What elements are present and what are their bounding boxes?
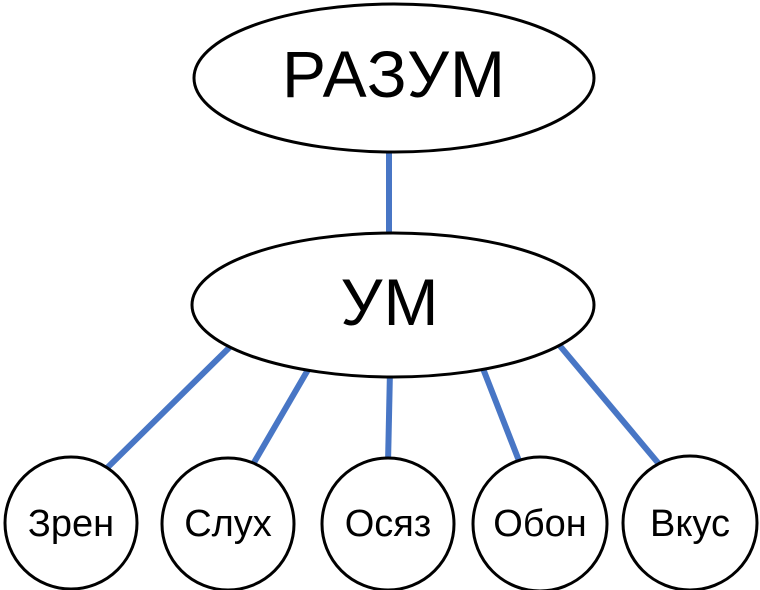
node-zren-label: Зрен bbox=[28, 503, 114, 545]
node-sluh-circle bbox=[160, 456, 296, 590]
node-zren: Зрен bbox=[3, 455, 139, 590]
node-zren-circle bbox=[3, 455, 139, 590]
node-osyaz-label: Осяз bbox=[345, 503, 432, 545]
node-razum-ellipse bbox=[192, 2, 596, 154]
node-obon-circle bbox=[471, 455, 609, 590]
node-um-label: УМ bbox=[341, 265, 440, 339]
node-obon: Обон bbox=[471, 455, 609, 590]
node-um: УМ bbox=[190, 231, 596, 379]
node-osyaz-circle bbox=[320, 456, 456, 590]
node-sluh: Слух bbox=[160, 456, 296, 590]
node-um-ellipse bbox=[190, 231, 596, 379]
node-vkus-circle bbox=[621, 454, 759, 590]
connectors bbox=[104, 148, 667, 472]
connector-um-zren bbox=[104, 337, 240, 471]
node-osyaz: Осяз bbox=[320, 456, 456, 590]
connector-um-vkus bbox=[552, 338, 667, 472]
node-sluh-label: Слух bbox=[184, 503, 272, 545]
connector-um-sluh bbox=[249, 366, 312, 468]
connector-um-osyaz bbox=[385, 369, 393, 465]
node-vkus-label: Вкус bbox=[650, 503, 730, 545]
node-razum: РАЗУМ bbox=[192, 2, 596, 154]
node-razum-label: РАЗУМ bbox=[282, 37, 506, 111]
connector-um-obon bbox=[479, 364, 524, 468]
node-obon-label: Обон bbox=[493, 503, 586, 545]
node-vkus: Вкус bbox=[621, 454, 759, 590]
